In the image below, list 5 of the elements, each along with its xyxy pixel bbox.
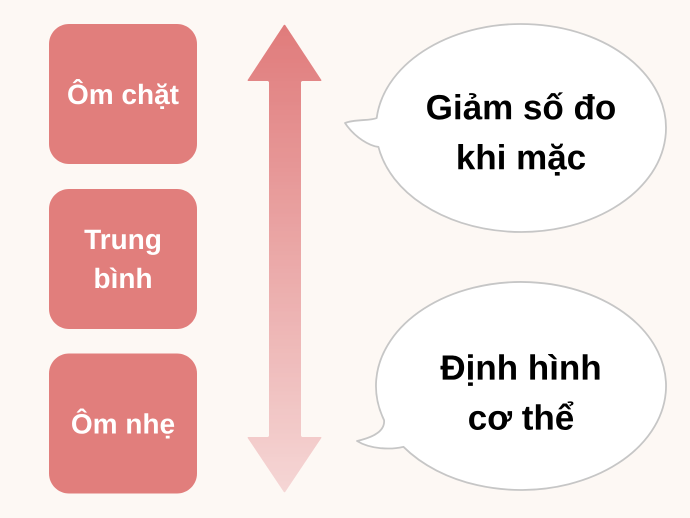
level-box: Ôm nhẹ [49,353,197,494]
level-box: Ôm chặt [49,24,197,164]
speech-bubble: Định hình cơ thể [356,281,667,491]
level-box: Trung bình [49,188,197,329]
speech-bubble: Giảm số đo khi mặc [344,23,667,233]
